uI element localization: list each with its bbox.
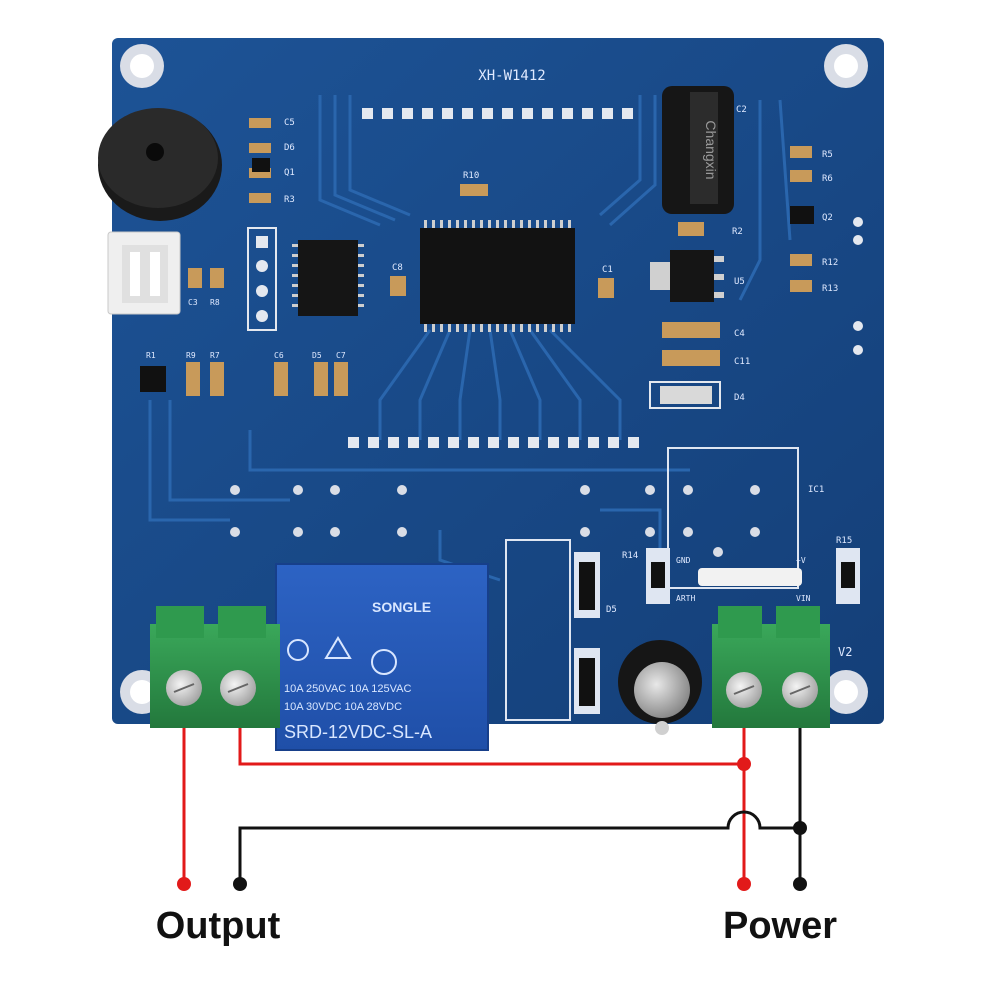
label-d5: D5 [312, 351, 322, 360]
diode-d4 [649, 381, 721, 409]
small-ic [292, 240, 364, 316]
output-terminal-block [150, 606, 280, 728]
diode-d1 [574, 552, 600, 618]
resistor-r10 [460, 184, 488, 196]
mounting-holes [120, 44, 868, 714]
label-d6: D6 [284, 143, 295, 153]
terminal-output-neutral [233, 877, 247, 891]
label-c6: C6 [274, 351, 284, 360]
display-header-bottom [348, 437, 639, 448]
label-plus-v: +V [796, 556, 806, 565]
capacitor-c11 [662, 350, 720, 366]
electrolytic-capacitor-bottom [618, 640, 702, 735]
label-c8: C8 [392, 263, 403, 273]
transistor-q1 [252, 158, 270, 172]
label-r14: R14 [622, 551, 638, 561]
label-r6: R6 [822, 174, 833, 184]
label-ic1: IC1 [808, 485, 824, 495]
label-diode-mid: D5 [606, 605, 617, 615]
relay-model: SRD-12VDC-SL-A [284, 722, 432, 742]
programming-header [247, 227, 277, 331]
board-model-label: XH-W1412 [478, 68, 545, 84]
sensor-connector [107, 231, 181, 315]
capacitor-brand: Changxin [703, 120, 719, 179]
copper-traces [148, 95, 792, 582]
label-r2: R2 [732, 227, 743, 237]
label-gnd: GND [676, 556, 691, 565]
power-label: Power [723, 905, 837, 947]
label-arth: ARTH [676, 594, 695, 603]
label-r1: R1 [146, 351, 156, 360]
relay-rating-2: 10A 30VDC 10A 28VDC [284, 701, 402, 713]
label-c5: C5 [284, 118, 295, 128]
label-d4: D4 [734, 393, 745, 403]
buzzer [98, 108, 222, 221]
label-r5: R5 [822, 150, 833, 160]
smd-components-left [188, 118, 271, 288]
smd-components-lower-left [140, 362, 348, 396]
white-bar-component [698, 568, 802, 586]
voltage-regulator-u5 [650, 250, 724, 302]
resistor-r14 [646, 548, 670, 604]
label-c3: C3 [188, 298, 198, 307]
label-c4: C4 [734, 329, 745, 339]
terminal-power-neutral [793, 877, 807, 891]
smd-components-right [790, 146, 812, 292]
label-v2: V2 [838, 645, 852, 659]
wires [182, 728, 802, 882]
relay-ul-mark [371, 649, 397, 675]
label-r3: R3 [284, 195, 295, 205]
wire-output-to-power-live [238, 728, 744, 766]
main-microcontroller [420, 220, 575, 332]
diode-d2 [574, 648, 600, 714]
capacitor-c4 [662, 322, 720, 338]
component-outline-mid [505, 539, 571, 721]
transistor-q2 [790, 206, 814, 224]
capacitor-c1 [598, 278, 614, 298]
power-terminal-block [712, 606, 830, 728]
ic1-outline [667, 447, 799, 589]
output-label: Output [156, 905, 281, 947]
relay-brand: SONGLE [372, 599, 431, 615]
wire-output-neutral [238, 810, 800, 882]
display-header-top [362, 108, 633, 119]
vias [230, 485, 760, 557]
edge-pads [853, 217, 863, 355]
label-c2: C2 [736, 105, 747, 115]
label-r8: R8 [210, 298, 220, 307]
resistor-r2 [678, 222, 704, 236]
label-r13: R13 [822, 284, 838, 294]
electrolytic-capacitor-c2: Changxin [662, 86, 734, 214]
label-c1: C1 [602, 265, 613, 275]
label-q2: Q2 [822, 213, 833, 223]
relay-rating-1: 10A 250VAC 10A 125VAC [284, 683, 411, 695]
label-vin: VIN [796, 594, 811, 603]
label-r7: R7 [210, 351, 220, 360]
junction-live [737, 757, 751, 771]
wire-nodes [177, 757, 807, 891]
terminal-power-live [737, 877, 751, 891]
label-r15: R15 [836, 536, 852, 546]
resistor-r15 [836, 548, 860, 604]
label-c7: C7 [336, 351, 346, 360]
junction-neutral [793, 821, 807, 835]
label-u5: U5 [734, 277, 745, 287]
label-r10: R10 [463, 171, 479, 181]
relay-warning-mark [324, 636, 352, 659]
label-r12: R12 [822, 258, 838, 268]
terminal-output-live [177, 877, 191, 891]
capacitor-c8 [390, 276, 406, 296]
pcb-board: XH-W1412 [98, 38, 884, 735]
label-q1: Q1 [284, 168, 295, 178]
label-c11: C11 [734, 357, 750, 367]
label-r9: R9 [186, 351, 196, 360]
relay: SONGLE 10A 250VAC 10A 125VAC 10A 30VDC 1… [275, 563, 489, 751]
relay-cert-mark [287, 639, 309, 661]
